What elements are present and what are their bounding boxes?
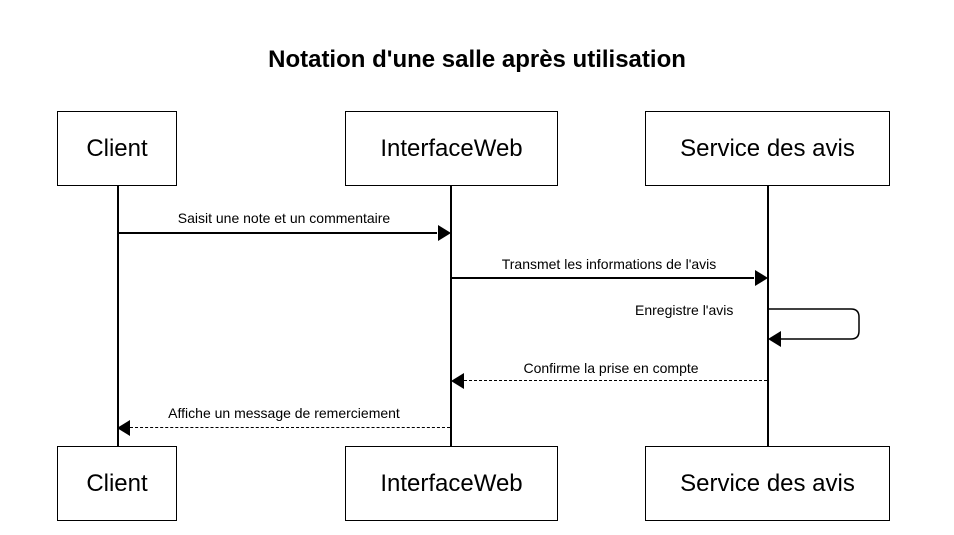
client-box-bottom: Client [57,446,177,521]
arrowhead [755,270,768,286]
participant-label: InterfaceWeb [380,469,523,497]
message-label: Confirme la prise en compte [521,360,701,376]
self-message-path [768,308,860,340]
message-arrow-line [451,277,754,279]
message-arrow-line [130,427,450,428]
participant-label: InterfaceWeb [380,134,523,162]
message-label: Enregistre l'avis [633,302,736,318]
message-arrow-line [464,380,767,381]
interfaceweb-box-top: InterfaceWeb [345,111,558,186]
arrowhead [768,331,781,347]
client-lifeline [117,186,119,446]
diagram-title: Notation d'une salle après utilisation [268,46,686,73]
self-message-loop [768,308,860,347]
service-lifeline [767,186,769,446]
service-box-top: Service des avis [645,111,890,186]
interfaceweb-box-bottom: InterfaceWeb [345,446,558,521]
interfaceweb-lifeline [450,186,452,446]
service-box-bottom: Service des avis [645,446,890,521]
participant-label: Client [86,134,148,162]
message-label: Affiche un message de remerciement [166,405,402,421]
message-label: Transmet les informations de l'avis [499,256,719,272]
arrowhead [117,420,130,436]
participant-label: Service des avis [680,469,855,497]
participant-label: Client [86,469,148,497]
client-box-top: Client [57,111,177,186]
participant-label: Service des avis [680,134,855,162]
arrowhead [451,373,464,389]
arrowhead [438,225,451,241]
message-arrow-line [117,232,437,234]
message-label: Saisit une note et un commentaire [175,210,393,226]
